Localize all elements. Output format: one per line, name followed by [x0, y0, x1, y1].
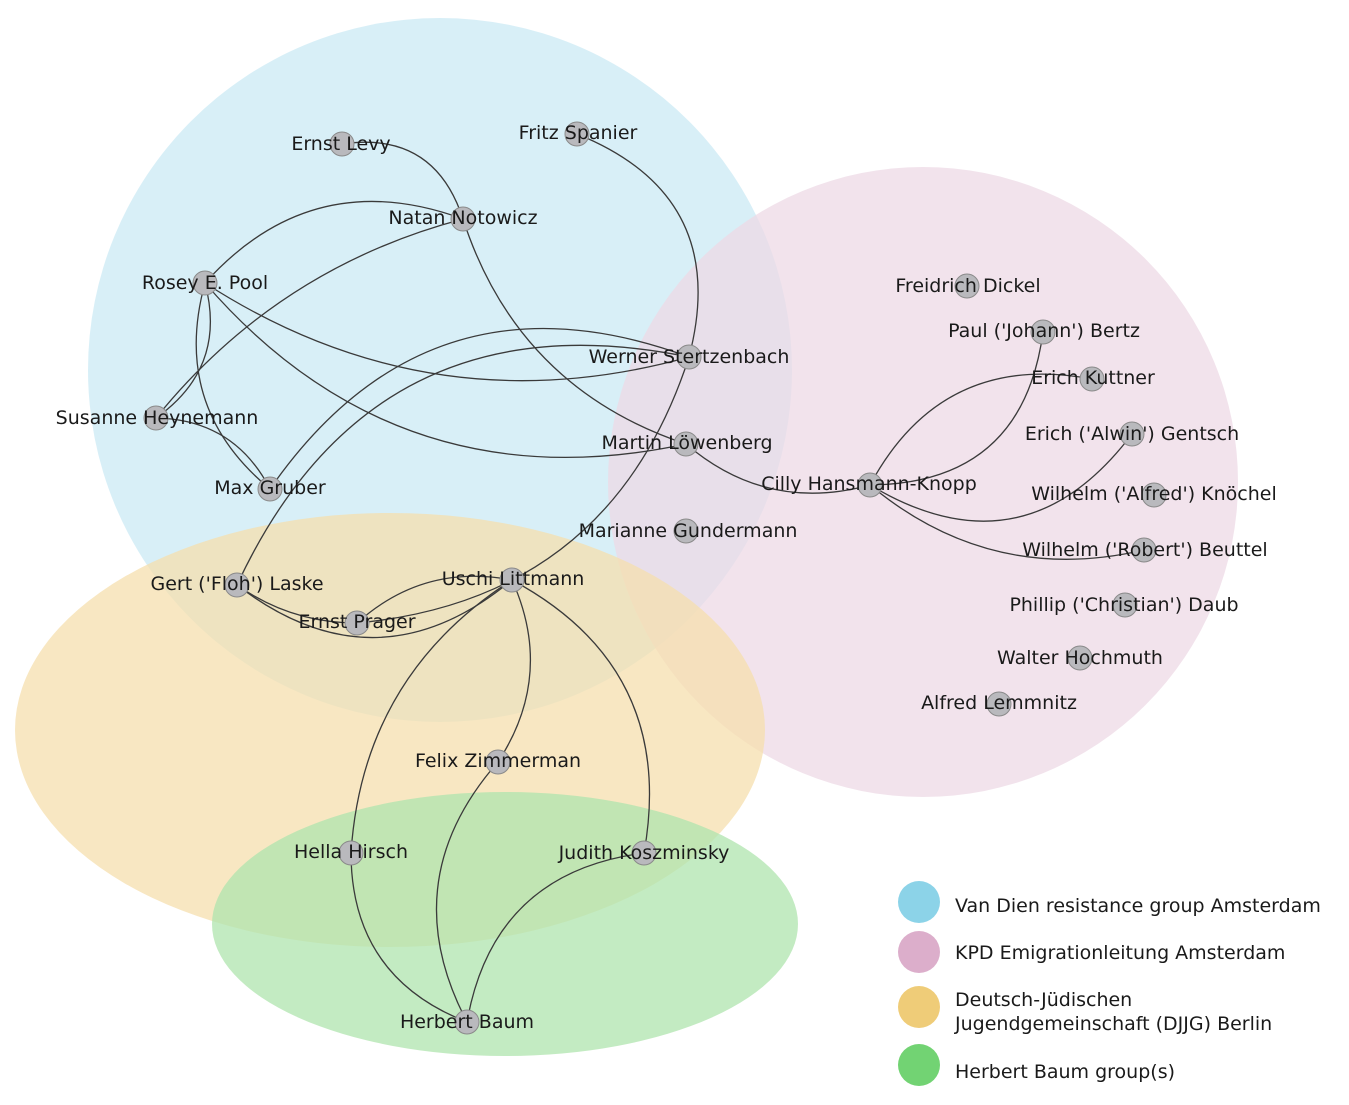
edge-hansmann-beuttel [869, 484, 1145, 560]
node-notowicz[interactable] [450, 206, 476, 232]
node-gundermann[interactable] [673, 518, 699, 544]
node-levy[interactable] [329, 131, 355, 157]
node-lowenberg[interactable] [673, 431, 699, 457]
node-prager[interactable] [344, 610, 370, 636]
node-pool[interactable] [192, 270, 218, 296]
node-daub[interactable] [1112, 592, 1138, 618]
edge-littmann-hirsch [350, 579, 513, 854]
edge-heynemann-gruber [155, 417, 271, 490]
node-laske[interactable] [224, 572, 250, 598]
node-hansmann[interactable] [857, 472, 883, 498]
node-label-hansmann: Cilly Hansmann-Knopp [761, 473, 977, 495]
node-label-dickel: Freidrich Dickel [895, 275, 1040, 297]
node-beuttel[interactable] [1131, 537, 1157, 563]
node-label-littmann: Uschi Littmann [442, 568, 585, 590]
node-label-zimmerman: Felix Zimmerman [415, 750, 581, 772]
node-koszminsky[interactable] [631, 840, 657, 866]
edge-hansmann-kuttner [869, 373, 1093, 486]
node-label-notowicz: Natan Notowicz [388, 207, 537, 229]
legend-label-herbert-baum: Herbert Baum group(s) [955, 1061, 1175, 1083]
legend-swatch-van-dien [898, 881, 940, 923]
node-littmann[interactable] [499, 567, 525, 593]
node-label-laske: Gert ('Floh') Laske [150, 573, 323, 595]
node-label-baum: Herbert Baum [400, 1011, 534, 1033]
edge-gruber-stertzenbach [269, 327, 690, 490]
legend-swatch-kpd [898, 931, 940, 973]
node-label-prager: Ernst Prager [298, 611, 415, 633]
node-label-kuttner: Erich Kuttner [1031, 367, 1155, 389]
legend-label-djjg-line2: Jugendgemeinschaft (DJJG) Berlin [954, 1013, 1272, 1035]
node-baum[interactable] [454, 1009, 480, 1035]
edge-hirsch-baum [350, 852, 468, 1023]
edge-notowicz-heynemann [155, 218, 464, 419]
node-dickel[interactable] [954, 273, 980, 299]
edge-zimmerman-baum [435, 761, 499, 1023]
node-label-gundermann: Marianne Gundermann [579, 520, 798, 542]
edge-pool-gruber [195, 282, 271, 490]
legend-swatch-djjg [898, 986, 940, 1028]
edge-prager-littmann [356, 575, 513, 624]
legend-label-djjg-line1: Deutsch-Jüdischen [955, 989, 1132, 1011]
node-bertz[interactable] [1030, 319, 1056, 345]
node-label-heynemann: Susanne Heynemann [56, 407, 259, 429]
legend-swatch-herbert-baum [898, 1044, 940, 1086]
node-label-bertz: Paul ('Johann') Bertz [948, 320, 1140, 342]
node-label-gruber: Max Gruber [214, 477, 326, 499]
edge-hansmann-gentsch [869, 433, 1133, 522]
nodes [143, 121, 1167, 1035]
edge-spanier-stertzenbach [576, 133, 699, 358]
edge-pool-lowenberg [204, 282, 687, 459]
node-label-gentsch: Erich ('Alwin') Gentsch [1025, 423, 1239, 445]
node-label-stertzenbach: Werner Stertzenbach [589, 346, 790, 368]
node-hirsch[interactable] [338, 840, 364, 866]
node-label-knochel: Wilhelm ('Alfred') Knöchel [1031, 483, 1277, 505]
edge-laske-stertzenbach [236, 344, 690, 586]
legend-label-kpd: KPD Emigrationleitung Amsterdam [955, 942, 1285, 964]
node-lemmnitz[interactable] [986, 691, 1012, 717]
node-label-beuttel: Wilhelm ('Robert') Beuttel [1022, 539, 1267, 561]
node-label-lowenberg: Martin Löwenberg [601, 432, 772, 454]
node-label-daub: Phillip ('Christian') Daub [1009, 594, 1238, 616]
node-label-levy: Ernst Levy [291, 133, 390, 155]
node-spanier[interactable] [564, 121, 590, 147]
node-label-koszminsky: Judith Koszminsky [558, 842, 730, 864]
edge-koszminsky-baum [466, 852, 645, 1023]
node-zimmerman[interactable] [485, 749, 511, 775]
node-label-hochmuth: Walter Hochmuth [997, 647, 1163, 669]
edge-pool-stertzenbach [204, 282, 690, 382]
node-gruber[interactable] [257, 476, 283, 502]
edge-prager-stertzenbach [356, 356, 690, 624]
node-label-spanier: Fritz Spanier [519, 122, 638, 144]
edges [155, 133, 1145, 1023]
edge-littmann-koszminsky [511, 579, 651, 854]
edge-laske-prager [236, 584, 358, 624]
edge-notowicz-pool [204, 200, 464, 284]
legend: Van Dien resistance group Amsterdam KPD … [898, 881, 1321, 1086]
edge-lowenberg-hansmann [685, 443, 871, 494]
node-heynemann[interactable] [143, 405, 169, 431]
node-hochmuth[interactable] [1067, 645, 1093, 671]
edge-littmann-zimmerman [497, 579, 531, 763]
edge-notowicz-lowenberg [462, 218, 687, 445]
legend-label-van-dien: Van Dien resistance group Amsterdam [955, 895, 1321, 917]
node-stertzenbach[interactable] [676, 344, 702, 370]
node-gentsch[interactable] [1119, 421, 1145, 447]
edge-pool-heynemann [155, 282, 212, 419]
node-label-pool: Rosey E. Pool [142, 272, 268, 294]
edge-levy-notowicz [341, 141, 464, 220]
node-kuttner[interactable] [1079, 366, 1105, 392]
node-label-lemmnitz: Alfred Lemmnitz [921, 692, 1077, 714]
edge-hansmann-bertz [869, 331, 1044, 486]
node-label-hirsch: Hella Hirsch [294, 841, 408, 863]
region-kpd-emigrationleitung [608, 167, 1238, 797]
node-knochel[interactable] [1141, 482, 1167, 508]
